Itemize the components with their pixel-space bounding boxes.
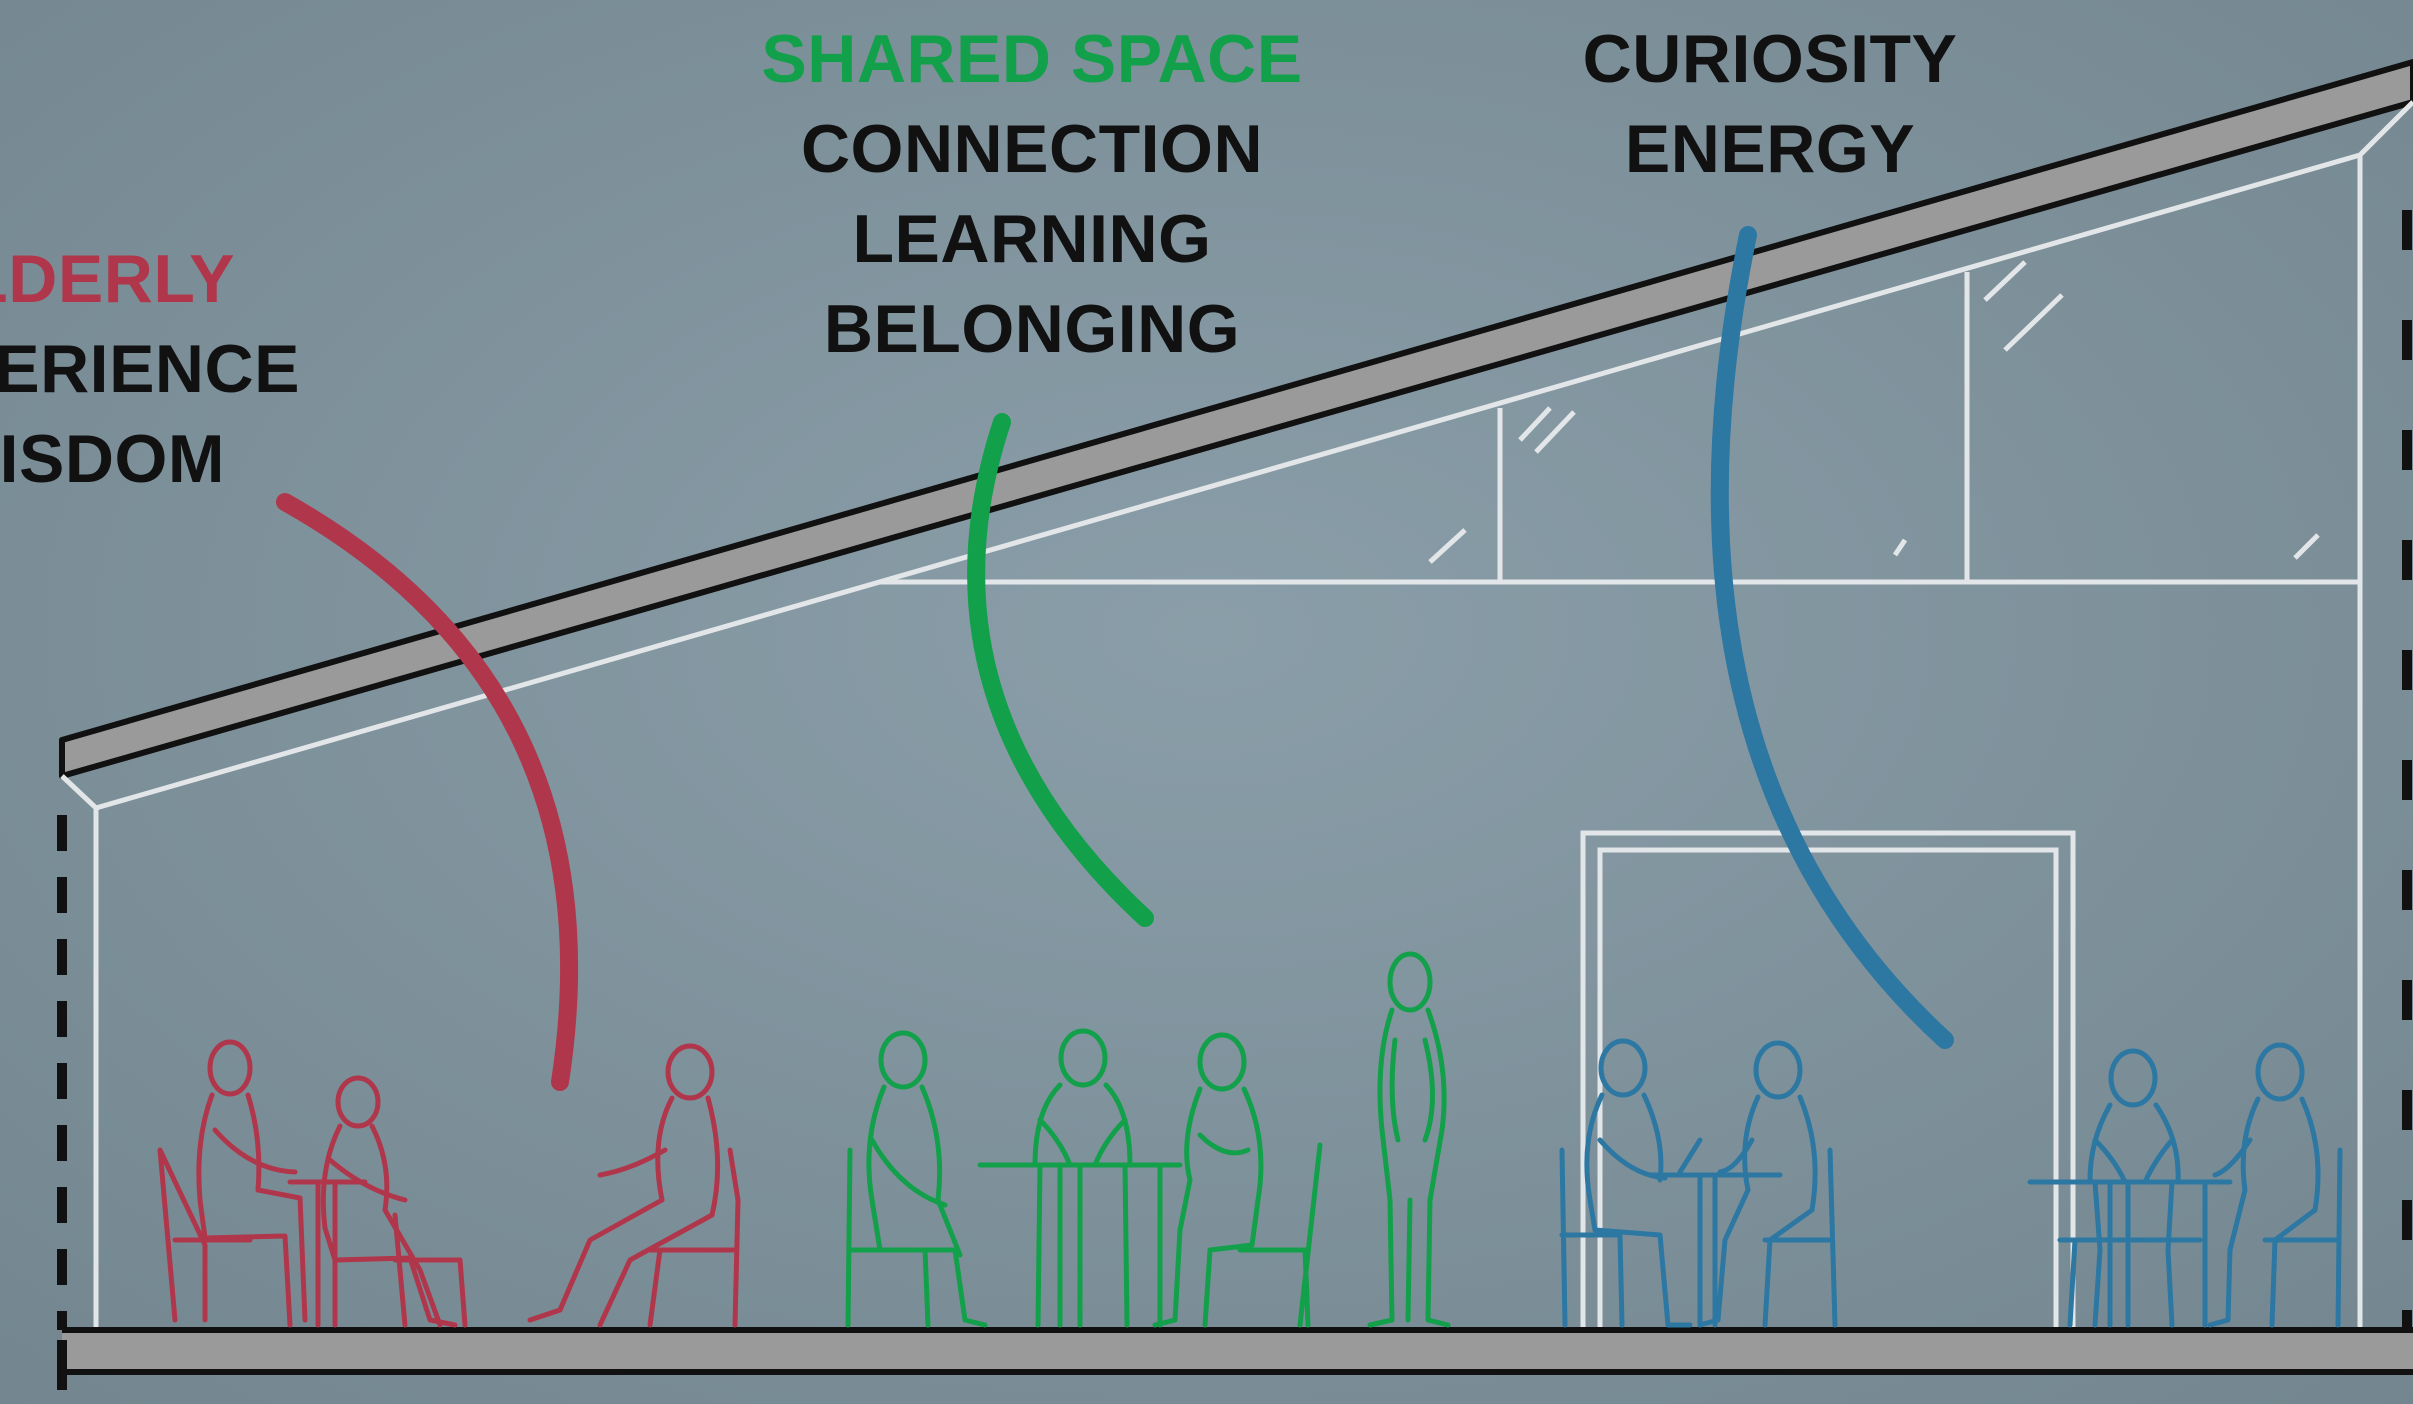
elderly-label-group: ELDERLY EXPERIENCE WISDOM: [0, 241, 300, 497]
shared-heading: SHARED SPACE: [761, 21, 1302, 97]
doorway: [1580, 830, 2076, 1330]
youth-table-1: [1647, 1137, 1783, 1328]
shared-person-standing: [1367, 951, 1451, 1328]
youth-figures: [1559, 1038, 2343, 1328]
shared-word-2: LEARNING: [852, 201, 1211, 277]
shared-person-2: [1032, 1028, 1133, 1328]
youth-arc: [1710, 226, 1954, 1049]
youth-person-4: [2207, 1042, 2343, 1328]
youth-word-2: ENERGY: [1625, 111, 1915, 187]
elderly-arc: [276, 493, 579, 1091]
floor-slab: [57, 1327, 2413, 1390]
youth-label-group: CURIOSITY ENERGY: [1583, 21, 1958, 187]
shared-table: [977, 1162, 1183, 1328]
elderly-heading: ELDERLY: [0, 241, 235, 317]
shared-person-3: [1152, 1032, 1323, 1328]
youth-word-1: CURIOSITY: [1583, 21, 1958, 97]
youth-table-2: [2027, 1179, 2233, 1328]
elderly-person-1: [157, 1039, 308, 1328]
elderly-word-1: EXPERIENCE: [0, 331, 300, 407]
youth-person-2: [1697, 1040, 1838, 1328]
shared-label-group: SHARED SPACE CONNECTION LEARNING BELONGI…: [761, 21, 1302, 367]
elderly-person-2: [320, 1075, 468, 1328]
shared-figures: [845, 951, 1451, 1328]
elderly-figures: [157, 1039, 741, 1328]
shared-word-1: CONNECTION: [801, 111, 1263, 187]
shared-person-1: [845, 1030, 988, 1328]
shared-word-3: BELONGING: [824, 291, 1240, 367]
shared-space-arc: [967, 413, 1154, 927]
youth-person-3: [2057, 1048, 2203, 1328]
elderly-word-2: WISDOM: [0, 421, 225, 497]
roof: [59, 59, 2413, 811]
elderly-person-3: [527, 1043, 741, 1328]
mezzanine: [880, 260, 2360, 585]
